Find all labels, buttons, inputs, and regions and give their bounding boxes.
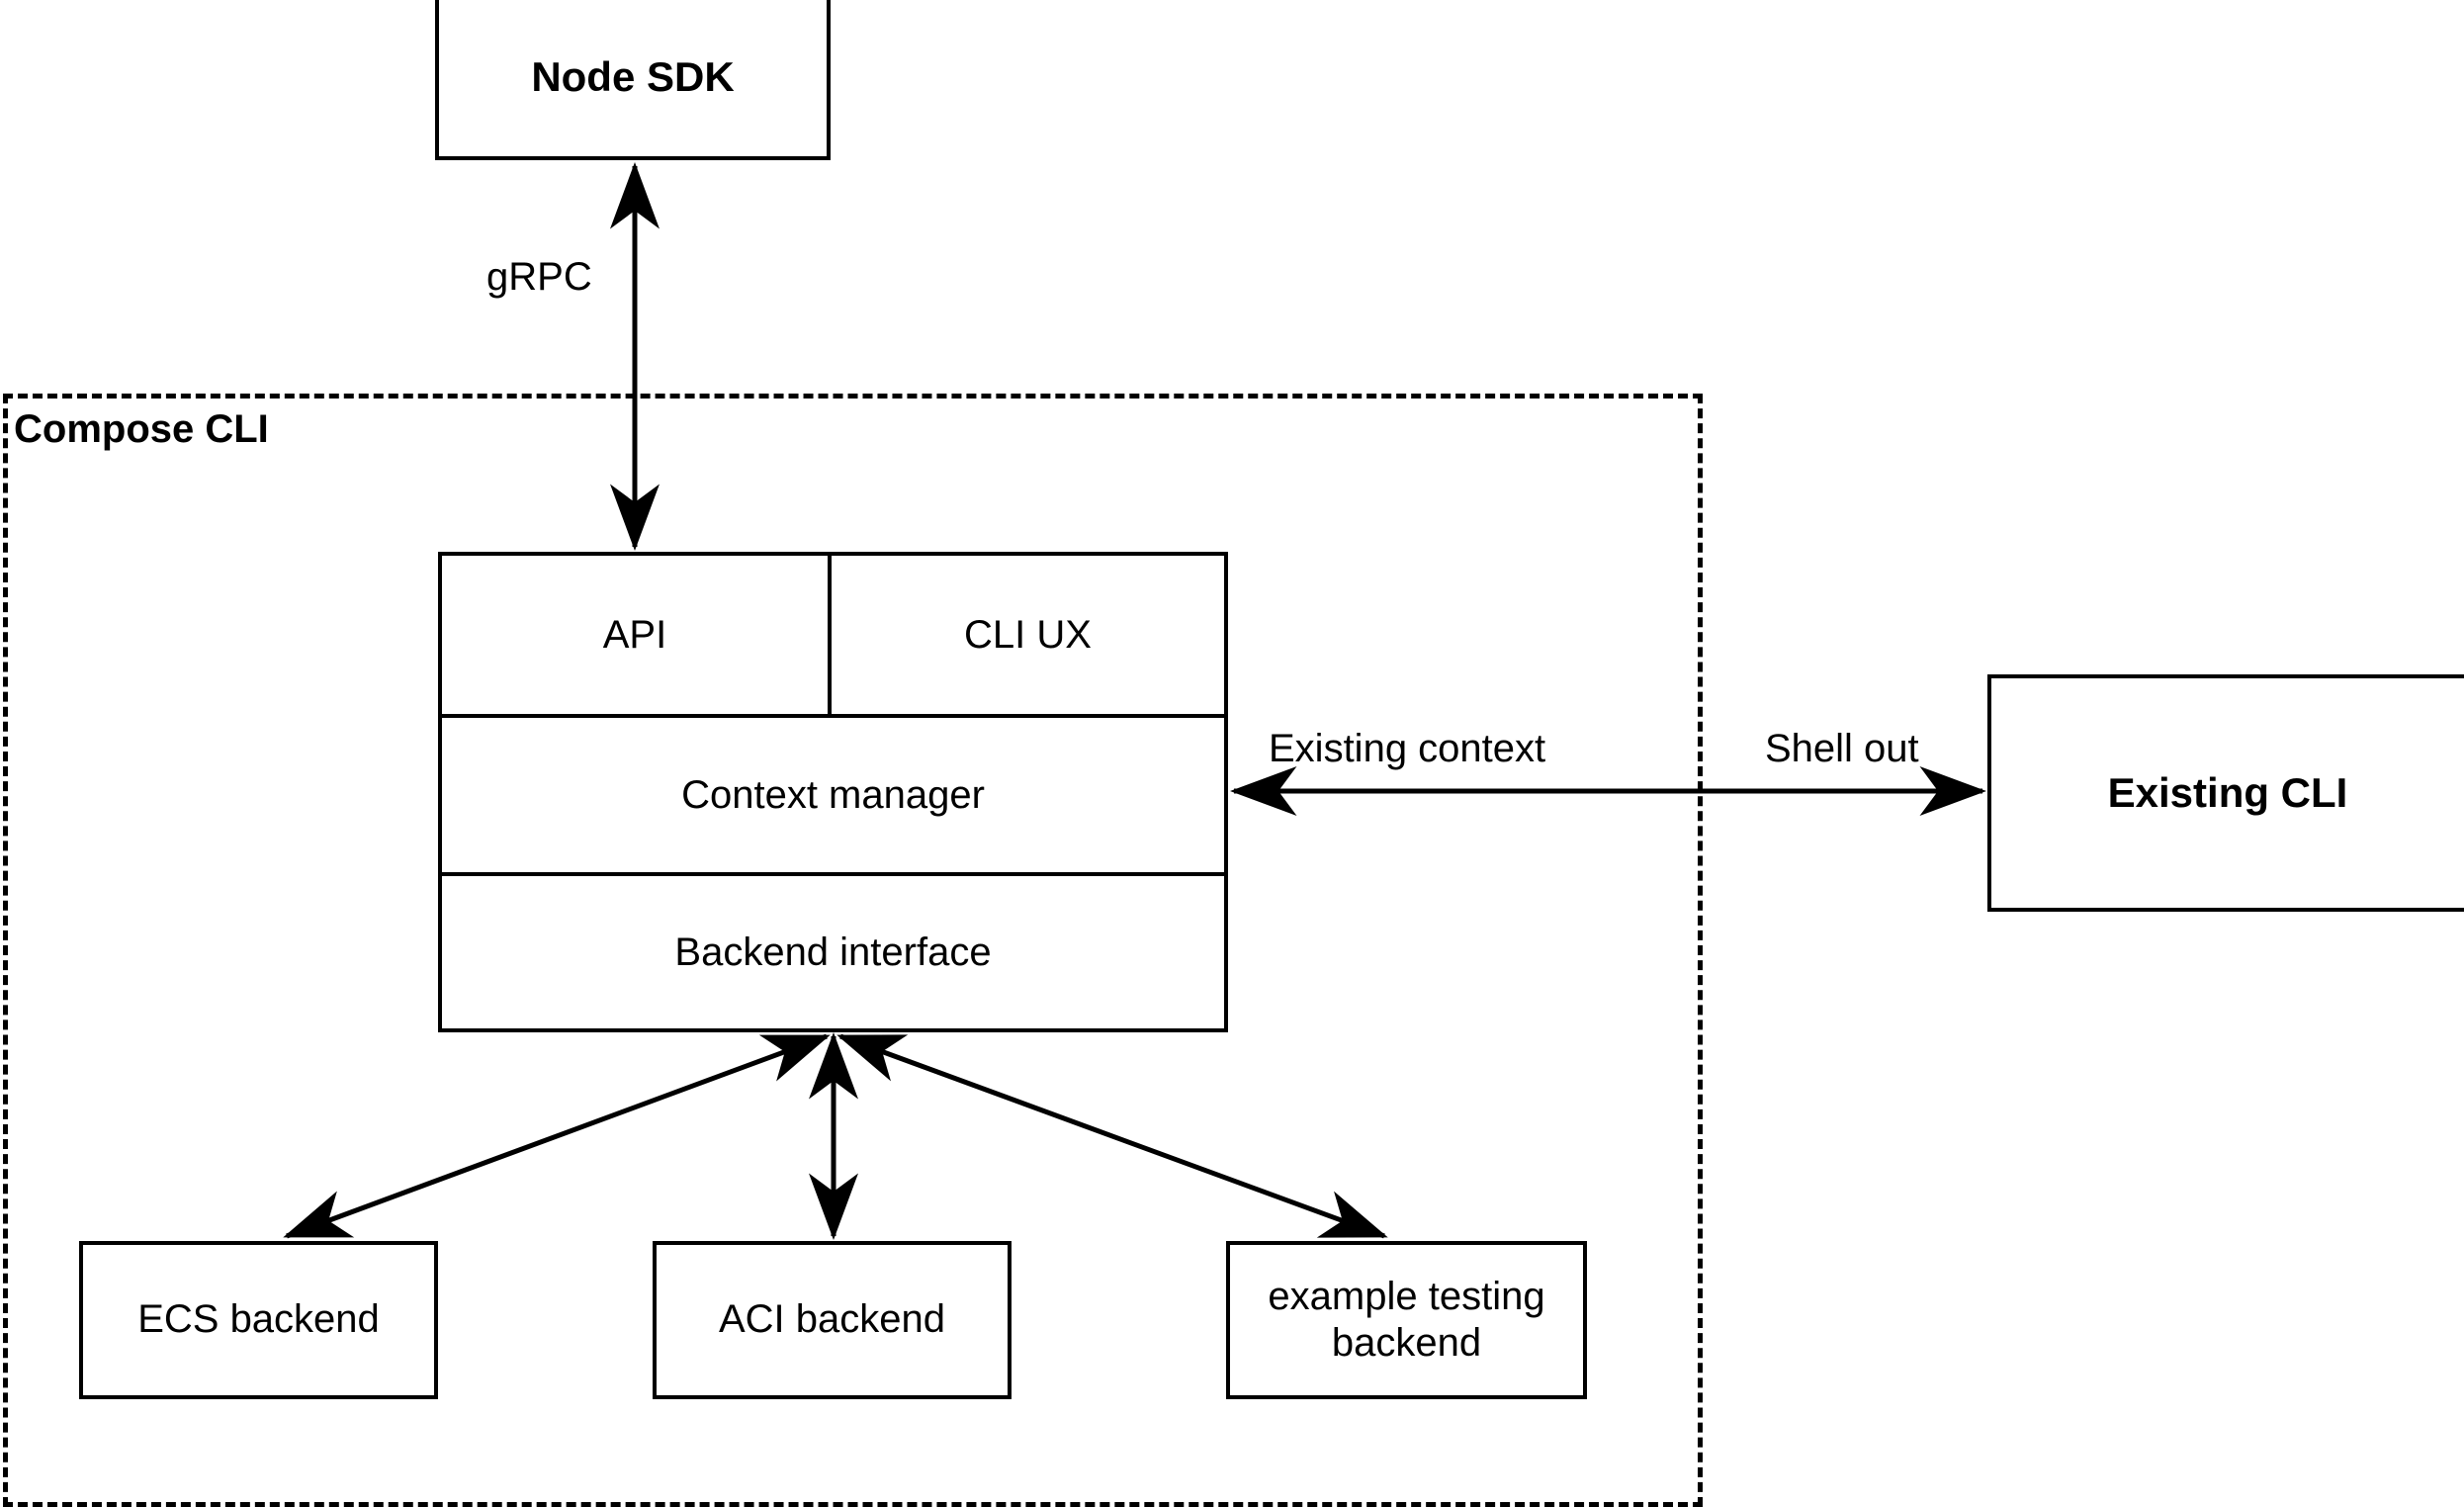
aci-backend-label: ACI backend: [718, 1297, 946, 1342]
edge-label-grpc: gRPC: [486, 255, 592, 299]
cli-ux-cell: CLI UX: [832, 556, 1224, 714]
context-manager-label: Context manager: [681, 772, 985, 817]
existing-cli-label: Existing CLI: [2107, 769, 2348, 817]
ecs-backend-label: ECS backend: [137, 1297, 380, 1342]
compose-cli-boundary: [3, 394, 1703, 1507]
stack-row-api-cliux: API CLI UX: [442, 556, 1224, 718]
context-manager-cell: Context manager: [442, 718, 1224, 876]
node-sdk-label: Node SDK: [531, 53, 735, 101]
ecs-backend-box: ECS backend: [79, 1241, 438, 1399]
cli-ux-label: CLI UX: [964, 612, 1092, 657]
existing-cli-box: Existing CLI: [1987, 674, 2464, 912]
aci-backend-box: ACI backend: [653, 1241, 1012, 1399]
edge-label-shell-out: Shell out: [1765, 727, 1919, 770]
compose-cli-boundary-label: Compose CLI: [14, 407, 269, 451]
node-sdk-box: Node SDK: [435, 0, 831, 160]
backend-interface-cell: Backend interface: [442, 876, 1224, 1028]
edge-label-existing-context: Existing context: [1269, 727, 1546, 770]
example-testing-backend-label: example testing backend: [1268, 1274, 1545, 1365]
api-label: API: [602, 612, 667, 657]
backend-interface-label: Backend interface: [674, 930, 992, 974]
example-testing-backend-box: example testing backend: [1226, 1241, 1587, 1399]
compose-cli-core-stack: API CLI UX Context manager Backend inter…: [438, 552, 1228, 1032]
api-cell: API: [442, 556, 832, 714]
